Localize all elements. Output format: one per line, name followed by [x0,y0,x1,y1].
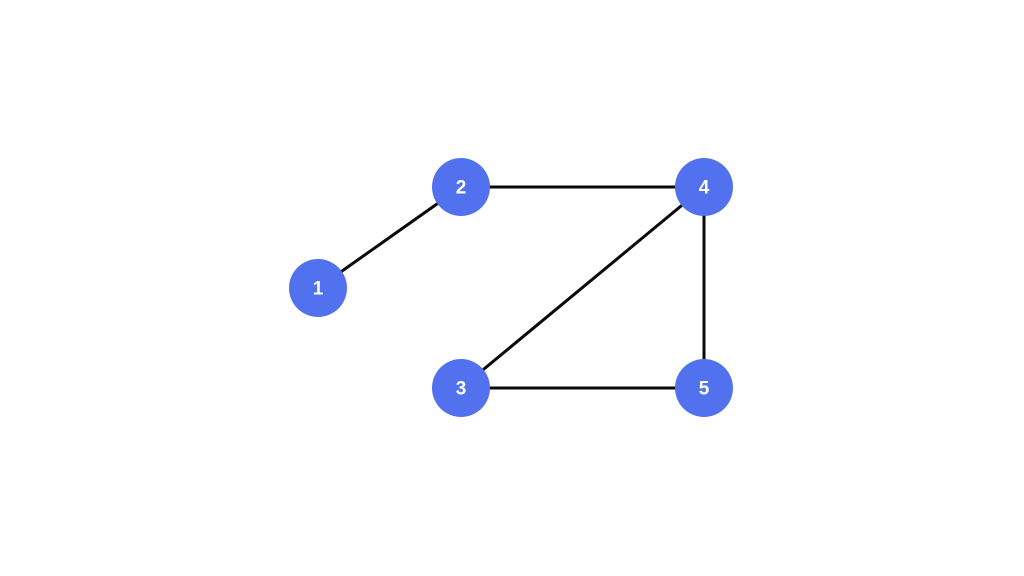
graph-node-2[interactable]: 2 [432,158,490,216]
graph-node-circle-5[interactable] [675,359,733,417]
graph-node-circle-2[interactable] [432,158,490,216]
graph-node-label-2: 2 [456,178,467,199]
graph-edge-1-2 [317,185,462,290]
graph-node-circle-3[interactable] [432,359,490,417]
graph-node-5[interactable]: 5 [675,359,733,417]
graph-node-1[interactable]: 1 [289,259,347,317]
graph-node-label-5: 5 [699,379,710,400]
graph-node-4[interactable]: 4 [675,158,733,216]
graph-node-label-4: 4 [699,178,710,199]
edge-layer [317,185,706,390]
graph-node-3[interactable]: 3 [432,359,490,417]
node-layer: 1 2 3 4 5 [289,158,733,417]
graph-node-label-3: 3 [456,379,467,400]
graph-node-label-1: 1 [313,279,324,300]
graph-node-circle-4[interactable] [675,158,733,216]
graph-node-circle-1[interactable] [289,259,347,317]
graph-edge-3-4 [460,185,705,390]
